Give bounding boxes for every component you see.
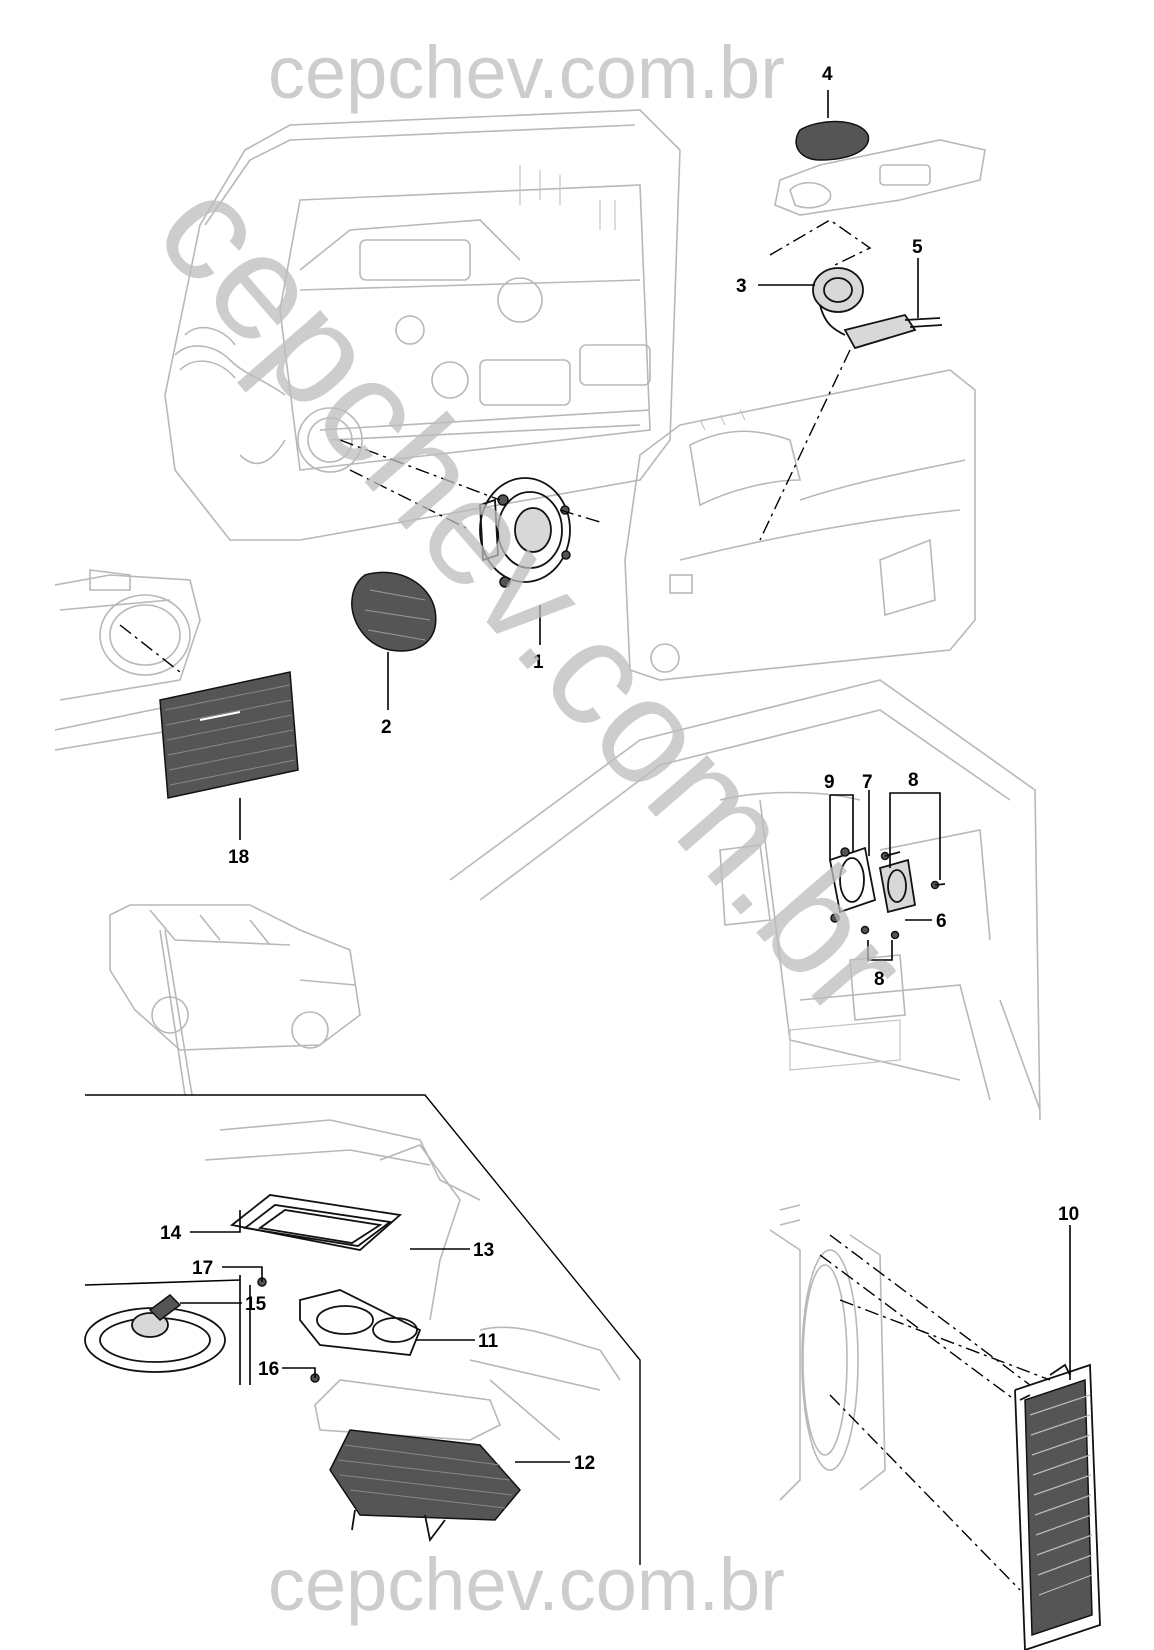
callout-3: 3 <box>736 276 747 297</box>
callout-14: 14 <box>160 1223 182 1244</box>
callout-17: 17 <box>192 1258 213 1279</box>
watermark-bottom: cepchev.com.br <box>268 1543 785 1626</box>
callout-16: 16 <box>258 1359 279 1380</box>
front-door-illustration <box>164 109 681 541</box>
callout-8-bottom: 8 <box>874 969 885 990</box>
cab-interior-illustration <box>449 679 1041 1121</box>
callout-9: 9 <box>824 772 835 793</box>
callout-15: 15 <box>245 1294 267 1315</box>
door-trim-panel <box>624 349 976 681</box>
speaker-grille-part-2 <box>351 571 437 652</box>
overhead-grille-part-12 <box>314 1379 521 1543</box>
tweeter-cover-part-4 <box>795 120 870 161</box>
callout-2: 2 <box>381 717 392 738</box>
callout-1: 1 <box>533 652 544 673</box>
callout-4: 4 <box>822 64 833 85</box>
tweeter-speaker-part-3 <box>769 219 872 336</box>
callout-7: 7 <box>862 772 873 793</box>
door-speaker-part-1 <box>339 439 601 588</box>
callout-12: 12 <box>574 1453 595 1474</box>
rear-quarter-illustration <box>769 1204 886 1501</box>
dash-grille-part-18 <box>159 671 299 799</box>
callout-8-top: 8 <box>908 770 919 791</box>
callout-6: 6 <box>936 911 947 932</box>
pillar-speaker-parts-6-7-8-9 <box>828 846 946 940</box>
inset-leader-stubs <box>84 1275 251 1385</box>
callout-10: 10 <box>1058 1204 1079 1225</box>
callout-13: 13 <box>473 1240 494 1261</box>
watermarks: cepchev.com.br cepchev.com.br cepchev.co… <box>126 31 940 1626</box>
callout-18: 18 <box>228 847 249 868</box>
callout-5: 5 <box>912 237 923 258</box>
callout-labels: 1 2 3 4 5 6 7 8 8 9 10 11 12 13 14 15 16… <box>160 64 1079 1474</box>
speaker-part-15 <box>84 1294 226 1373</box>
watermark-top: cepchev.com.br <box>268 31 785 114</box>
crossover-part-5 <box>843 313 943 350</box>
rear-grille-part-10 <box>1014 1363 1101 1650</box>
overhead-interior-illustration <box>204 1119 621 1441</box>
mirror-patch-trim <box>774 139 986 216</box>
callout-11: 11 <box>478 1331 499 1352</box>
callout-leaders <box>180 90 1071 1463</box>
overhead-speaker-parts-11-13-14 <box>229 1194 422 1383</box>
rear-grille-dash-lines <box>819 1234 1051 1591</box>
detail-inset-frame <box>85 1094 641 1565</box>
vehicle-thumbnail <box>109 904 361 1096</box>
